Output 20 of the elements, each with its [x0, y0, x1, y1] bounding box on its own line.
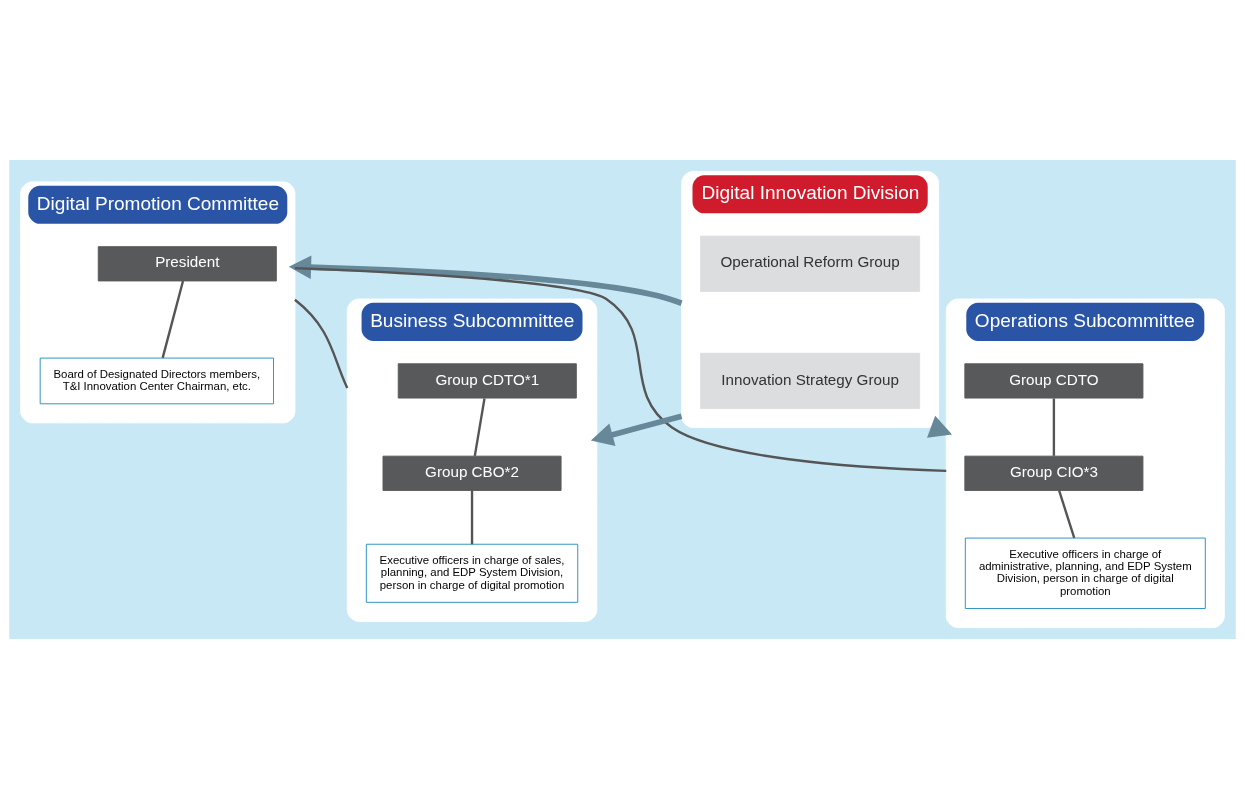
connector — [294, 298, 349, 389]
node-box: Operational Reform Group — [700, 235, 921, 292]
node-box: President — [97, 246, 277, 282]
connector — [294, 266, 947, 473]
connector — [1052, 398, 1056, 456]
node-box: Group CIO*3 — [964, 455, 1144, 491]
connector — [161, 280, 185, 359]
connector — [1057, 490, 1076, 539]
connector — [473, 398, 486, 457]
node-box: Innovation Strategy Group — [700, 352, 921, 410]
node-box: Executive officers in charge of administrative, planning, and EDP System Division, person in charge of digital promotion — [964, 537, 1206, 609]
node-box: Board of Designated Directors members, T&I Innovation Center Chairman, etc. — [39, 357, 274, 405]
connector — [470, 490, 474, 545]
node-box: Group CDTO*1 — [397, 363, 577, 399]
node-box: Executive officers in charge of sales, planning, and EDP System Division, person in charge of digital promotion — [365, 543, 579, 603]
node-box: Group CDTO — [964, 363, 1144, 399]
arrow — [927, 415, 953, 438]
arrow — [288, 255, 683, 306]
arrow — [590, 413, 683, 447]
node-box: Group CBO*2 — [382, 455, 562, 491]
